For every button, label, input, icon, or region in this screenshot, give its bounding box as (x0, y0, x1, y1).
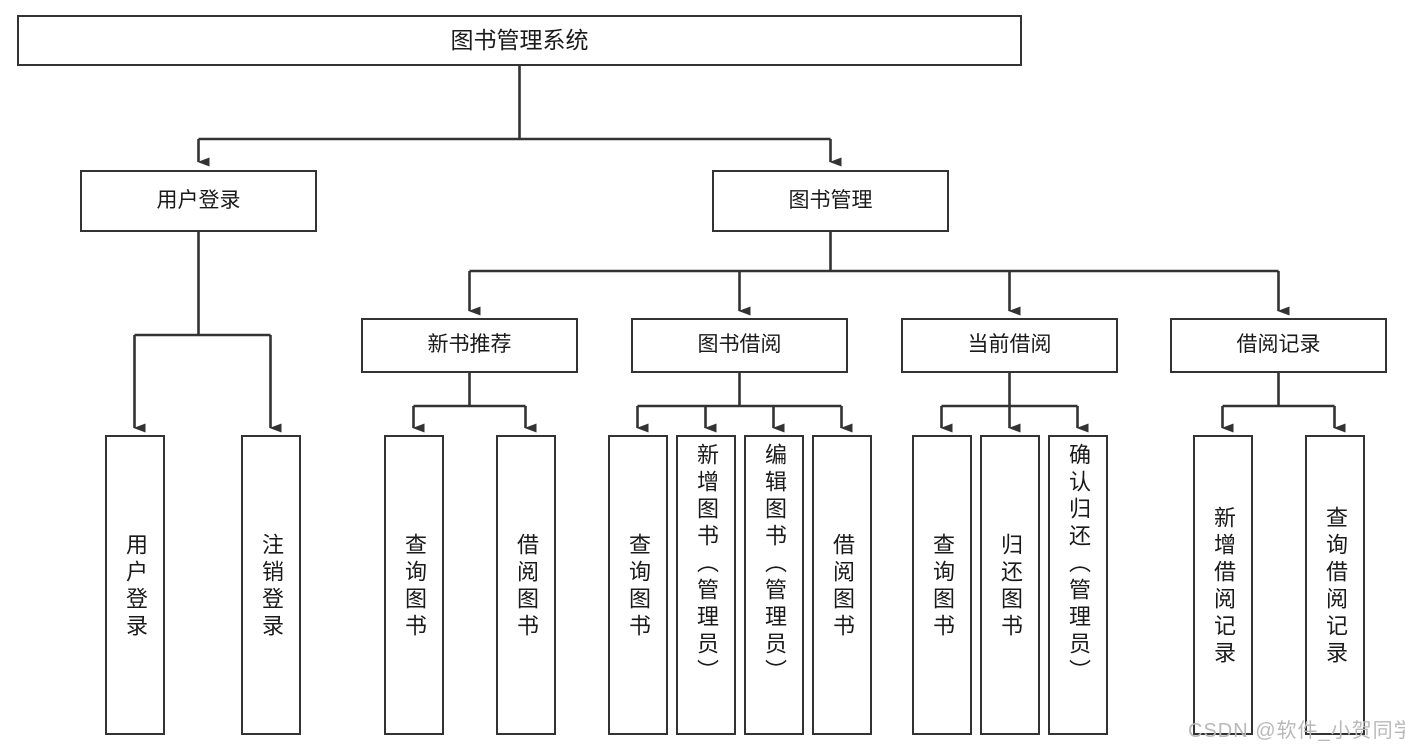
node-root-label: 图书管理系统 (450, 26, 589, 53)
node-user-login[interactable]: 用户登录 (80, 170, 317, 232)
node-leaf-logout-label: 注销登录 (259, 533, 284, 641)
node-leaf-add-book[interactable]: 新增图书（管理员） (676, 435, 736, 735)
node-book-borrow-label: 图书借阅 (697, 333, 782, 357)
node-leaf-return-book-label: 归还图书 (998, 533, 1023, 641)
node-new-book-rec-label: 新书推荐 (427, 333, 512, 357)
node-leaf-edit-book-label: 编辑图书（管理员） (762, 443, 787, 686)
node-book-manage-label: 图书管理 (788, 188, 873, 212)
node-leaf-query-record-label: 查询借阅记录 (1323, 506, 1348, 668)
node-root[interactable]: 图书管理系统 (17, 15, 1022, 66)
node-leaf-borrow-book-1[interactable]: 借阅图书 (496, 435, 556, 735)
node-borrow-record[interactable]: 借阅记录 (1170, 318, 1387, 373)
node-leaf-borrow-book-1-label: 借阅图书 (514, 533, 539, 641)
node-book-manage[interactable]: 图书管理 (712, 170, 949, 232)
node-book-borrow[interactable]: 图书借阅 (631, 318, 848, 373)
node-user-login-label: 用户登录 (156, 188, 241, 212)
node-leaf-query-book-3-label: 查询图书 (930, 533, 955, 641)
node-leaf-add-book-label: 新增图书（管理员） (694, 443, 719, 686)
node-leaf-query-book-1[interactable]: 查询图书 (384, 435, 444, 735)
node-leaf-add-record[interactable]: 新增借阅记录 (1193, 435, 1253, 735)
node-leaf-borrow-book-2[interactable]: 借阅图书 (812, 435, 872, 735)
node-leaf-query-book-2-label: 查询图书 (626, 533, 651, 641)
watermark: CSDN @软件_小贺同学 (1188, 720, 1405, 742)
node-leaf-query-book-2[interactable]: 查询图书 (608, 435, 668, 735)
node-leaf-user-login[interactable]: 用户登录 (105, 435, 165, 735)
node-leaf-confirm-return-label: 确认归还（管理员） (1066, 443, 1091, 686)
node-leaf-confirm-return[interactable]: 确认归还（管理员） (1048, 435, 1108, 735)
node-leaf-return-book[interactable]: 归还图书 (980, 435, 1040, 735)
node-leaf-borrow-book-2-label: 借阅图书 (830, 533, 855, 641)
node-leaf-query-book-1-label: 查询图书 (402, 533, 427, 641)
node-leaf-user-login-label: 用户登录 (123, 533, 148, 641)
node-borrow-record-label: 借阅记录 (1236, 333, 1321, 357)
node-leaf-add-record-label: 新增借阅记录 (1211, 506, 1236, 668)
node-leaf-query-record[interactable]: 查询借阅记录 (1305, 435, 1365, 735)
node-leaf-logout[interactable]: 注销登录 (241, 435, 301, 735)
node-current-borrow[interactable]: 当前借阅 (901, 318, 1118, 373)
node-leaf-query-book-3[interactable]: 查询图书 (912, 435, 972, 735)
node-current-borrow-label: 当前借阅 (967, 333, 1052, 357)
node-leaf-edit-book[interactable]: 编辑图书（管理员） (744, 435, 804, 735)
node-new-book-rec[interactable]: 新书推荐 (361, 318, 578, 373)
